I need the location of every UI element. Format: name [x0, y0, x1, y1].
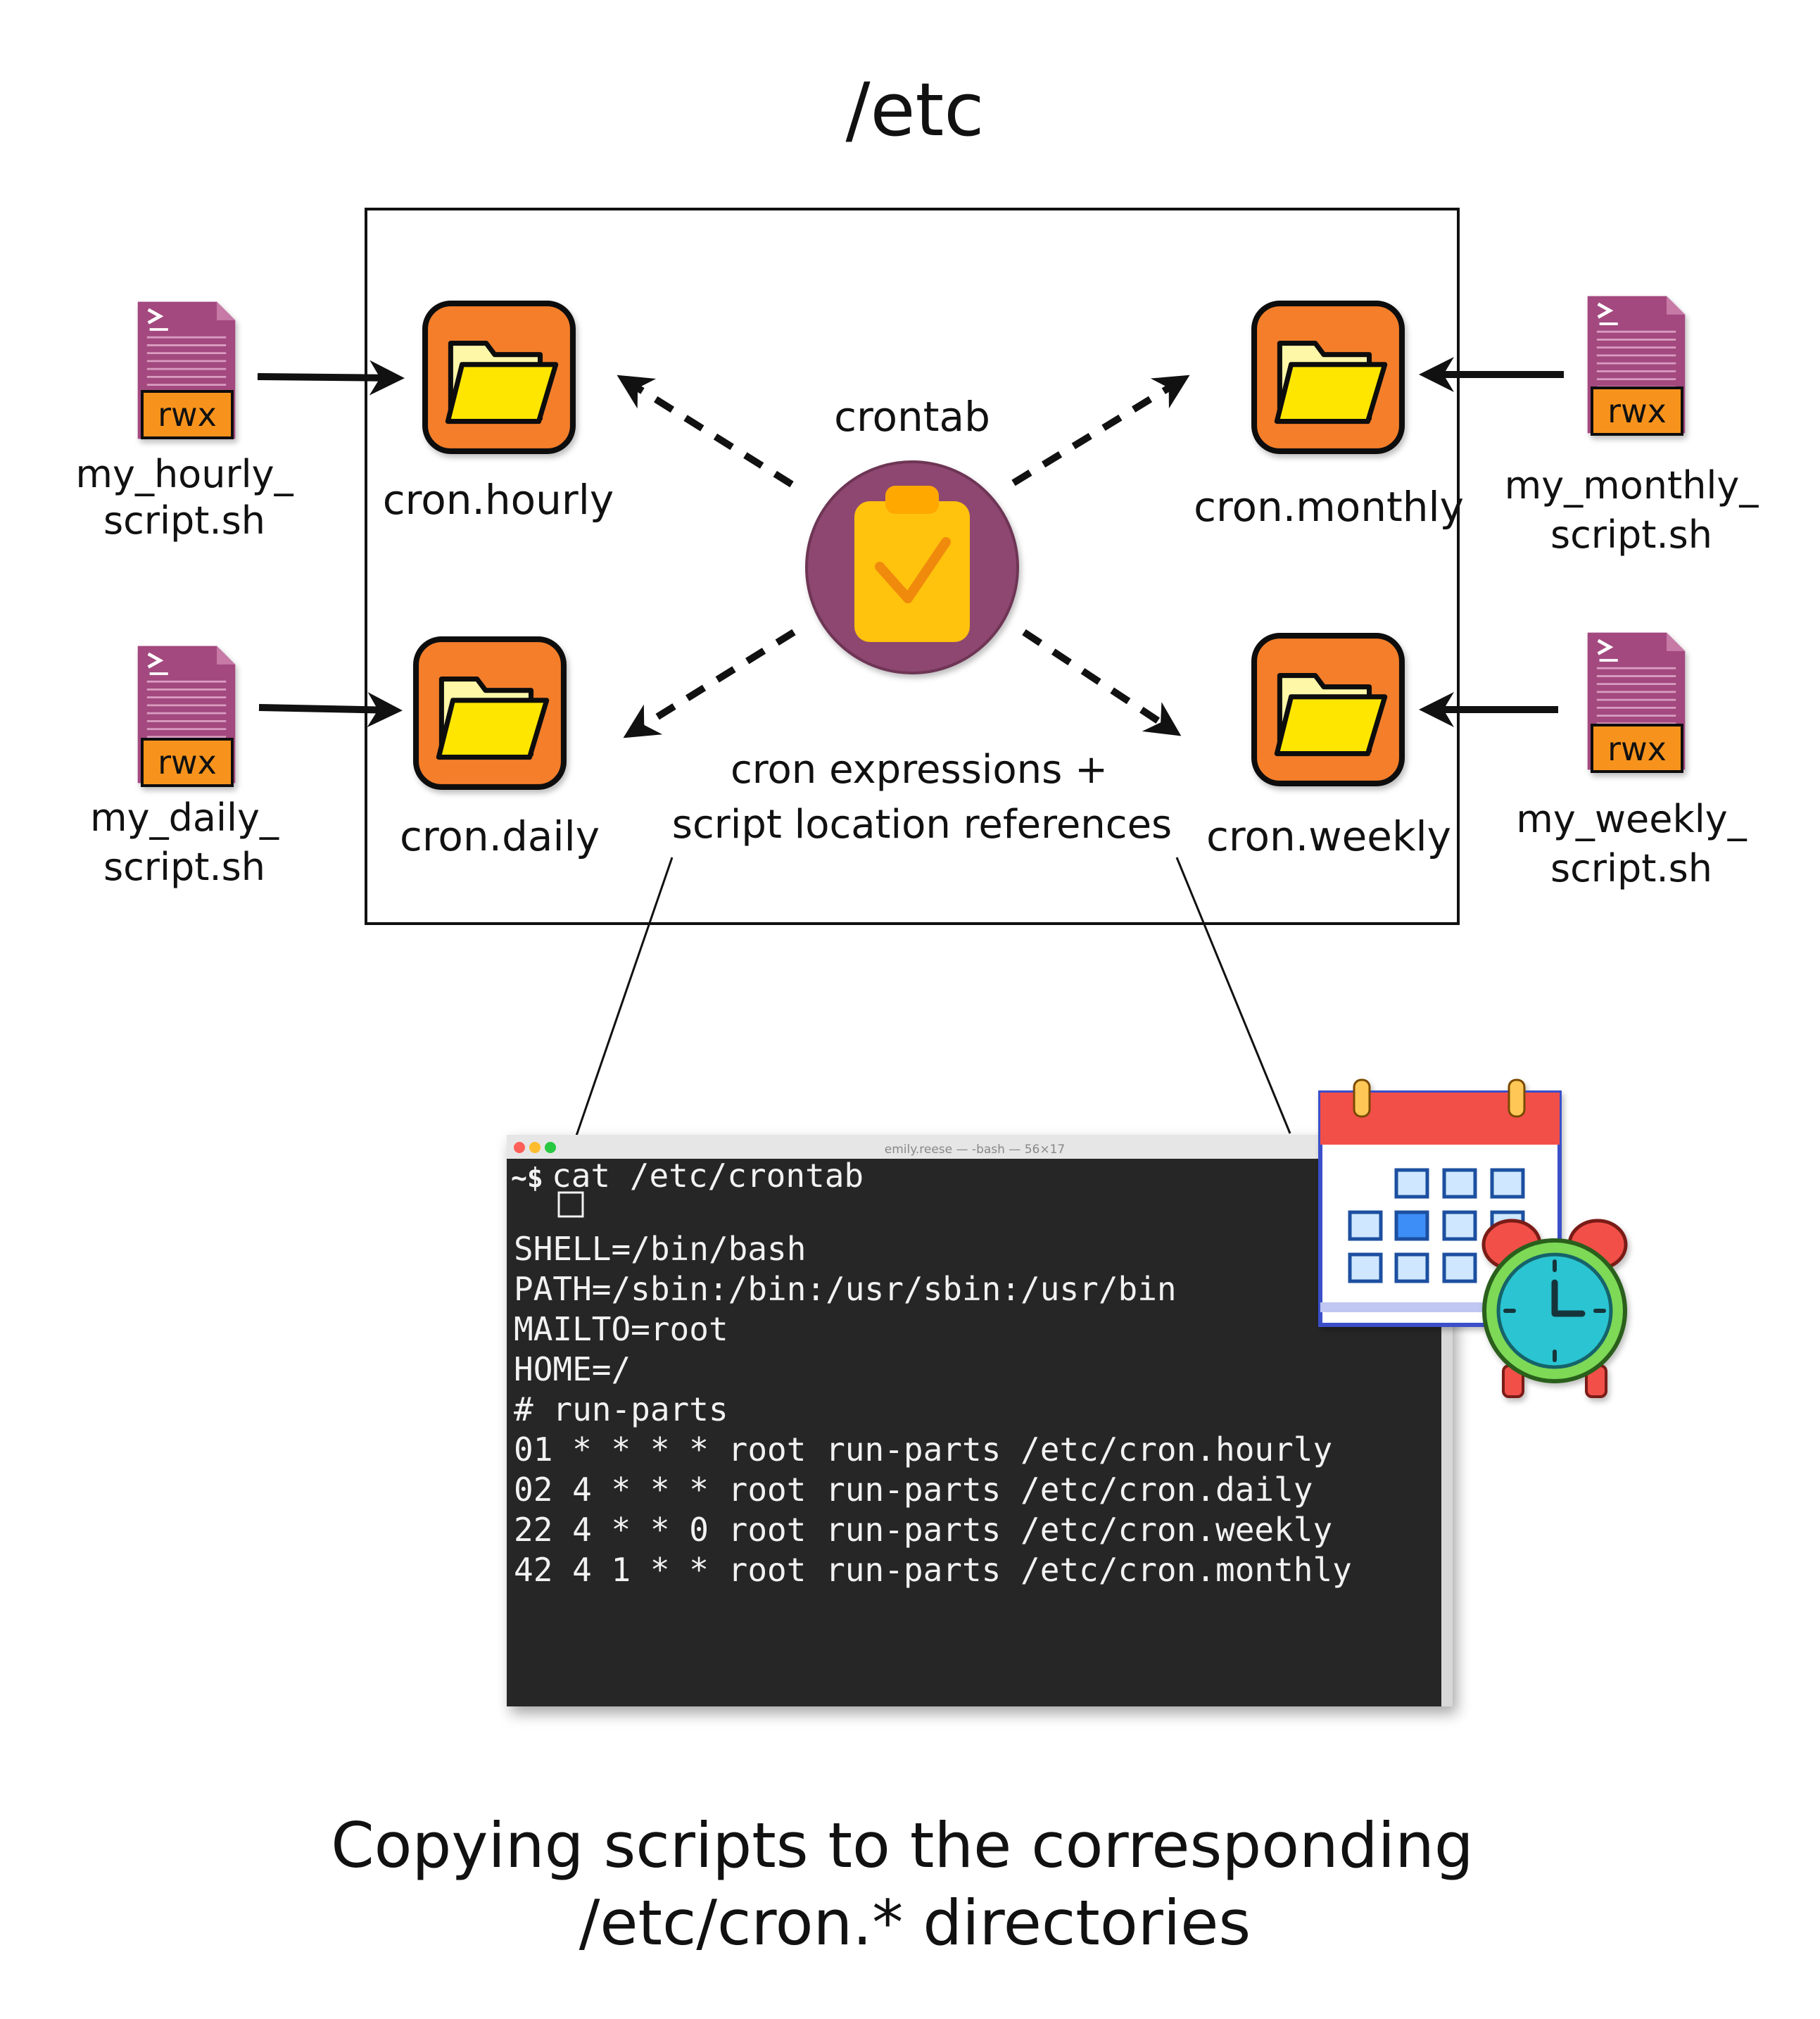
crontab-description-line-2: script location references: [672, 802, 1172, 848]
terminal-line: 22 4 * * 0 root run-parts /etc/cron.week…: [514, 1511, 1332, 1549]
script-name-monthly-line-2: script.sh: [1550, 512, 1712, 557]
script-badge-hourly: rwx: [158, 396, 217, 434]
script-file-icon-daily: [138, 646, 236, 787]
terminal-line: HOME=/: [514, 1350, 631, 1388]
solid-arrow-daily-script: [258, 692, 403, 728]
alarm-clock-icon: [1481, 1219, 1628, 1398]
script-name-hourly-line-2: script.sh: [103, 498, 265, 543]
clipboard-check-icon: [805, 460, 1019, 674]
folder-icon-cron-monthly: [1254, 303, 1402, 451]
caption-line-1: Copying scripts to the corresponding: [331, 1809, 1474, 1882]
terminal-line: 02 4 * * * root run-parts /etc/cron.dail…: [514, 1471, 1313, 1509]
script-file-icon-monthly: [1588, 296, 1686, 436]
script-file-icon-weekly: [1588, 633, 1686, 773]
script-name-hourly-line-1: my_hourly_: [75, 452, 293, 496]
terminal-prompt: ~$: [511, 1162, 543, 1193]
solid-arrow-hourly-script: [257, 360, 405, 396]
folder-label-cron-hourly: cron.hourly: [383, 476, 614, 524]
terminal-line: 01 * * * * root run-parts /etc/cron.hour…: [514, 1430, 1332, 1468]
folder-icon-cron-weekly: [1254, 636, 1402, 784]
crontab-label: crontab: [834, 393, 990, 441]
terminal-window: [507, 1135, 1453, 1706]
dashed-arrow-to-cron-monthly: [1011, 375, 1190, 486]
script-name-daily-line-1: my_daily_: [90, 795, 279, 840]
terminal-cursor: [557, 1191, 584, 1218]
script-badge-weekly: rwx: [1607, 730, 1667, 768]
diagram-title: /etc: [846, 67, 985, 153]
terminal-line: MAILTO=root: [514, 1310, 728, 1348]
zoom-line-left: [574, 857, 674, 1138]
terminal-command[interactable]: cat /etc/crontab: [552, 1157, 864, 1195]
window-zoom-button[interactable]: [545, 1142, 556, 1153]
folder-icon-cron-daily: [416, 639, 564, 787]
terminal-window-title: emily.reese — -bash — 56×17: [885, 1143, 1065, 1157]
terminal-line: PATH=/sbin:/bin:/usr/sbin:/usr/bin: [514, 1270, 1177, 1308]
folder-label-cron-weekly: cron.weekly: [1206, 812, 1451, 860]
terminal-line: # run-parts: [514, 1390, 728, 1428]
window-close-button[interactable]: [514, 1142, 525, 1153]
script-name-weekly-line-1: my_weekly_: [1516, 797, 1747, 841]
folder-icon-cron-hourly: [425, 303, 573, 451]
window-minimize-button[interactable]: [529, 1142, 541, 1153]
caption-line-2: /etc/cron.* directories: [579, 1887, 1251, 1959]
script-name-weekly-line-2: script.sh: [1550, 846, 1712, 891]
script-name-daily-line-2: script.sh: [103, 845, 265, 889]
crontab-description-line-1: cron expressions +: [731, 747, 1108, 793]
terminal-line: 42 4 1 * * root run-parts /etc/cron.mont…: [514, 1551, 1352, 1589]
dashed-arrow-to-cron-hourly: [617, 375, 794, 488]
script-file-icon-hourly: [138, 302, 236, 439]
script-name-monthly-line-1: my_monthly_: [1505, 463, 1759, 508]
folder-label-cron-monthly: cron.monthly: [1194, 483, 1464, 531]
dashed-arrow-to-cron-weekly: [1022, 629, 1182, 736]
zoom-line-right: [1175, 857, 1291, 1134]
terminal-output: SHELL=/bin/bash PATH=/sbin:/bin:/usr/sbi…: [514, 1230, 1352, 1589]
dashed-arrow-to-cron-daily: [623, 629, 796, 738]
terminal-line: SHELL=/bin/bash: [514, 1230, 806, 1268]
script-badge-monthly: rwx: [1607, 392, 1667, 430]
folder-label-cron-daily: cron.daily: [400, 812, 600, 860]
etc-directory-box: [365, 208, 1460, 925]
script-badge-daily: rwx: [158, 743, 217, 781]
